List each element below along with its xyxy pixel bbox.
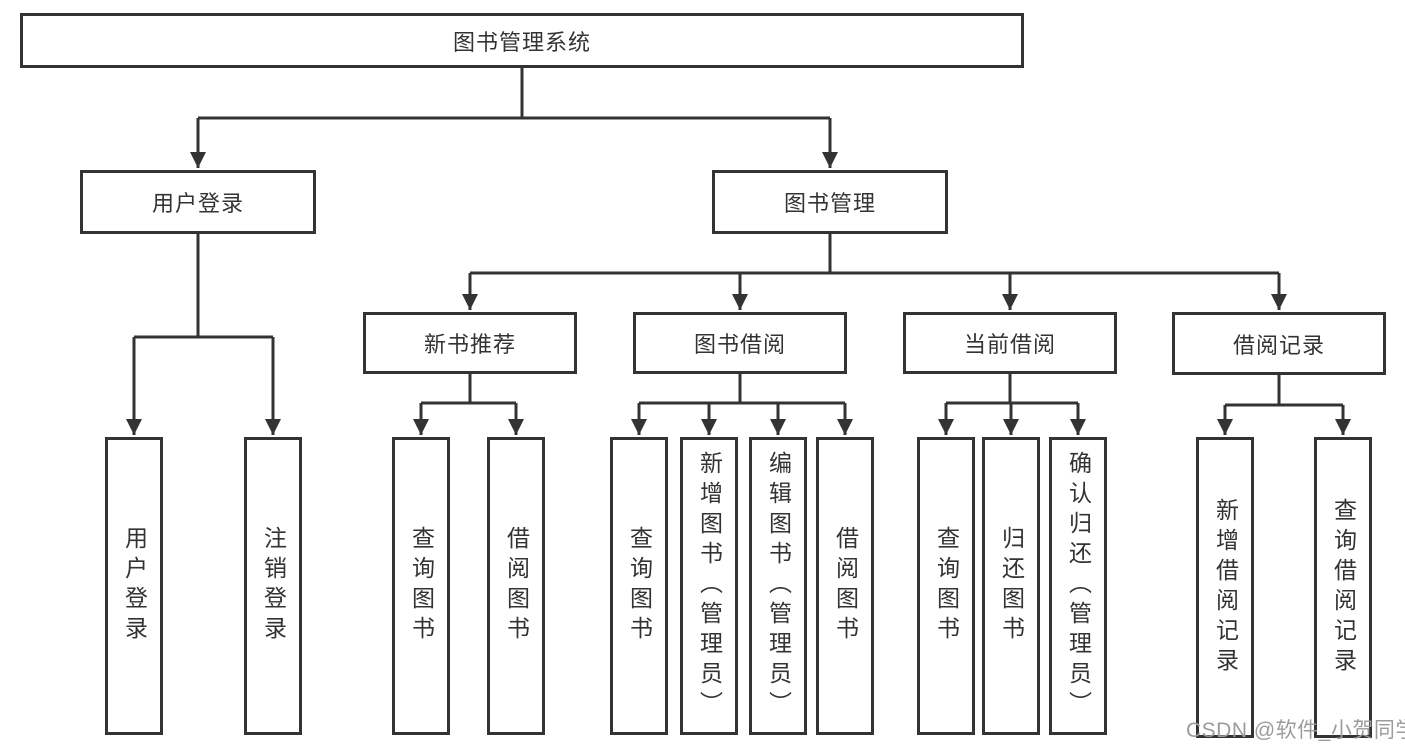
connector-book-borrowing-children xyxy=(631,374,853,435)
leaf-query-books-current-label: 查询图书 xyxy=(933,526,960,646)
leaf-query-books-recommend: 查询图书 xyxy=(392,437,450,735)
node-new-book-recommend: 新书推荐 xyxy=(363,312,577,374)
node-book-borrowing-label: 图书借阅 xyxy=(693,332,786,357)
leaf-query-books-current: 查询图书 xyxy=(917,437,975,735)
node-user-login: 用户登录 xyxy=(80,170,316,234)
node-book-borrowing: 图书借阅 xyxy=(633,312,847,374)
connector-borrowing-records-children xyxy=(1217,374,1351,435)
leaf-borrow-books-recommend: 借阅图书 xyxy=(487,437,545,735)
leaf-edit-books-admin-label: 编辑图书（管理员） xyxy=(765,451,792,721)
connector-new-book-recommend-children xyxy=(413,374,524,435)
leaf-borrow-books-recommend-label: 借阅图书 xyxy=(503,526,530,646)
leaf-query-books-borrowing: 查询图书 xyxy=(610,437,668,735)
leaf-logout: 注销登录 xyxy=(244,437,302,735)
leaf-query-borrow-record-label: 查询借阅记录 xyxy=(1330,497,1357,678)
leaf-edit-books-admin: 编辑图书（管理员） xyxy=(749,437,807,735)
node-borrowing-records-label: 借阅记录 xyxy=(1232,332,1325,358)
leaf-borrow-books: 借阅图书 xyxy=(816,437,874,735)
node-library-system: 图书管理系统 xyxy=(20,13,1024,68)
leaf-add-books-admin: 新增图书（管理员） xyxy=(680,437,738,735)
node-borrowing-records: 借阅记录 xyxy=(1172,312,1386,375)
leaf-logout-label: 注销登录 xyxy=(260,526,287,646)
connector-book-management-children xyxy=(462,234,1287,310)
watermark: CSDN @软件_小贺同学 xyxy=(1186,719,1405,742)
leaf-add-borrow-record-label: 新增借阅记录 xyxy=(1212,497,1239,678)
node-new-book-recommend-label: 新书推荐 xyxy=(423,332,516,357)
leaf-return-books: 归还图书 xyxy=(982,437,1040,735)
leaf-query-borrow-record: 查询借阅记录 xyxy=(1314,437,1372,738)
leaf-borrow-books-label: 借阅图书 xyxy=(832,526,859,646)
leaf-confirm-return-admin: 确认归还（管理员） xyxy=(1049,437,1107,735)
node-book-management: 图书管理 xyxy=(712,170,948,234)
node-book-management-label: 图书管理 xyxy=(783,191,876,216)
leaf-add-books-admin-label: 新增图书（管理员） xyxy=(696,451,723,721)
leaf-add-borrow-record: 新增借阅记录 xyxy=(1196,437,1254,738)
leaf-query-books-borrowing-label: 查询图书 xyxy=(626,526,653,646)
node-user-login-label: 用户登录 xyxy=(151,191,244,216)
connector-current-borrowing-children xyxy=(938,374,1086,435)
leaf-user-login-label: 用户登录 xyxy=(121,526,148,646)
connector-user-login-children xyxy=(126,234,281,435)
leaf-query-books-recommend-label: 查询图书 xyxy=(408,526,435,646)
node-current-borrowing-label: 当前借阅 xyxy=(963,332,1056,357)
node-library-system-label: 图书管理系统 xyxy=(452,29,591,55)
leaf-user-login: 用户登录 xyxy=(105,437,163,735)
leaf-confirm-return-admin-label: 确认归还（管理员） xyxy=(1065,451,1092,721)
connector-root-to-level2 xyxy=(190,68,838,168)
leaf-return-books-label: 归还图书 xyxy=(998,526,1025,646)
node-current-borrowing: 当前借阅 xyxy=(903,312,1117,374)
